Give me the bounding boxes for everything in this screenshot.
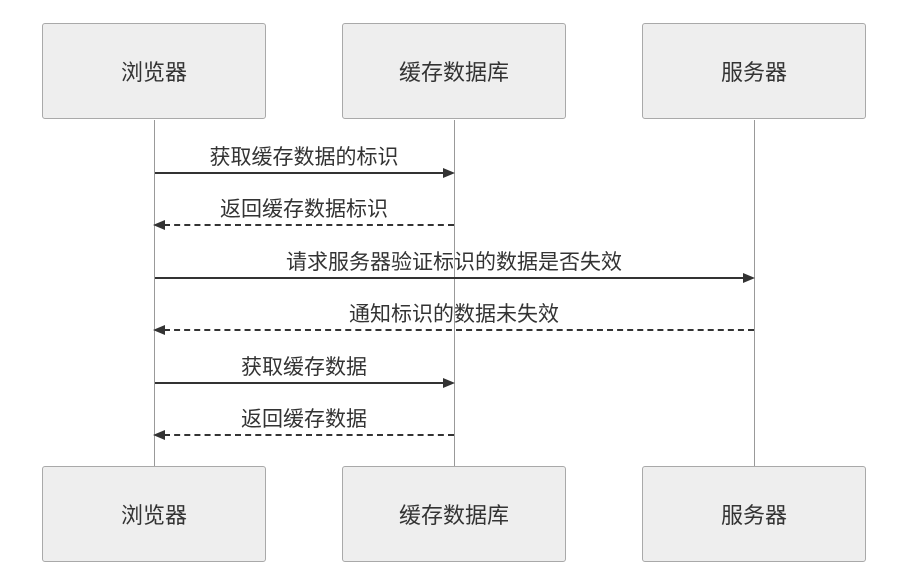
participant-server-top: 服务器 [642,23,866,119]
message-label-6: 返回缓存数据 [241,407,367,431]
arrowhead-2 [153,220,165,230]
lifeline-server [754,120,755,466]
message-arrow-4 [164,329,754,333]
message-label-3: 请求服务器验证标识的数据是否失效 [286,250,622,274]
message-label-1: 获取缓存数据的标识 [209,145,399,169]
participant-server-bottom: 服务器 [642,466,866,562]
message-label-5: 获取缓存数据 [241,355,367,379]
participant-cache-bottom: 缓存数据库 [342,466,566,562]
message-arrow-6 [164,434,454,438]
lifeline-cache [454,120,455,466]
arrowhead-4 [153,325,165,335]
participant-browser-bottom: 浏览器 [42,466,266,562]
message-arrow-1 [155,172,445,176]
arrowhead-1 [443,168,455,178]
message-arrow-3 [155,277,745,281]
message-arrow-5 [155,382,445,386]
message-arrow-2 [164,224,454,228]
participant-browser-top: 浏览器 [42,23,266,119]
participant-cache-top: 缓存数据库 [342,23,566,119]
lifeline-browser [154,120,155,466]
message-label-2: 返回缓存数据标识 [220,197,388,221]
arrowhead-6 [153,430,165,440]
message-label-4: 通知标识的数据未失效 [349,302,559,326]
arrowhead-3 [743,273,755,283]
arrowhead-5 [443,378,455,388]
